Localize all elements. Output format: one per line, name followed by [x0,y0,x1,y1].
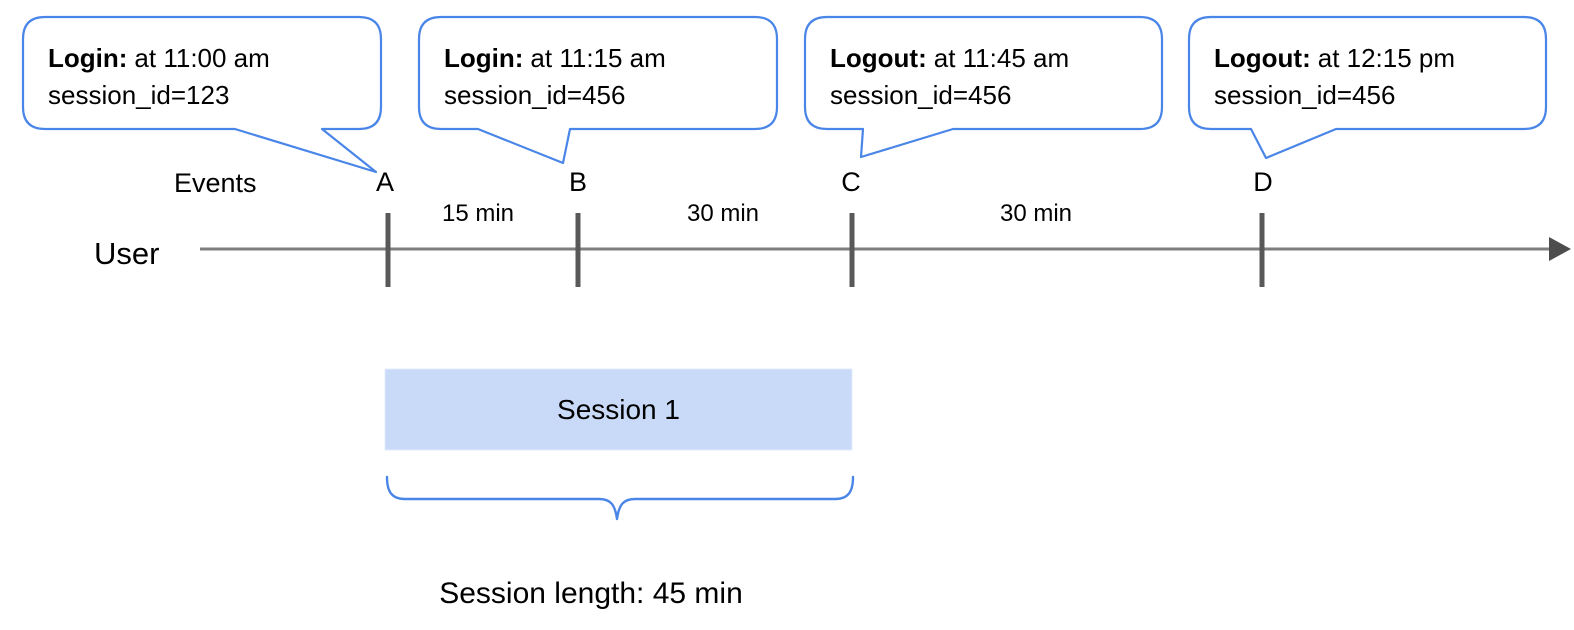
callout-bubble-c-shape [803,15,1164,159]
session-length-brace [385,475,855,521]
event-session-id: session_id=456 [444,80,626,110]
callout-bubble-c: Logout:at 11:45 am session_id=456 [830,40,1069,114]
event-time: at 12:15 pm [1317,43,1456,73]
event-type-label: Login: [444,43,524,73]
event-line: Login:at 11:00 am [48,40,270,77]
timeline-arrowhead-icon [1549,237,1571,261]
callout-bubble-d-shape [1187,15,1548,160]
event-time: at 11:45 am [933,43,1070,73]
event-line: Logout:at 12:15 pm [1214,40,1455,77]
event-line: Login:at 11:15 am [444,40,666,77]
marker-d: D [1253,167,1273,197]
callout-bubble-b-shape [417,15,779,165]
callout-bubble-a-shape [21,15,383,174]
event-type-label: Logout: [830,43,927,73]
event-time: at 11:15 am [530,43,666,73]
session-1-box [384,368,853,451]
event-session-id: session_id=123 [48,80,230,110]
user-label: User [94,236,160,271]
event-type-label: Logout: [1214,43,1311,73]
event-session-id: session_id=456 [1214,80,1396,110]
interval-a-b: 15 min [441,200,515,227]
marker-b: B [568,167,588,197]
callout-bubble-a: Login:at 11:00 am session_id=123 [48,40,270,114]
interval-b-c: 30 min [686,200,760,227]
event-line: Logout:at 11:45 am [830,40,1069,77]
callout-bubble-d: Logout:at 12:15 pm session_id=456 [1214,40,1455,114]
session-1-label: Session 1 [557,393,680,425]
events-label: Events [174,168,257,198]
event-type-label: Login: [48,43,128,73]
session-length-label: Session length: 45 min [439,577,743,610]
marker-c: C [841,167,861,197]
callout-bubble-b: Login:at 11:15 am session_id=456 [444,40,666,114]
marker-a: A [375,167,395,197]
interval-c-d: 30 min [999,200,1073,227]
event-session-id: session_id=456 [830,80,1012,110]
event-time: at 11:00 am [134,43,270,73]
